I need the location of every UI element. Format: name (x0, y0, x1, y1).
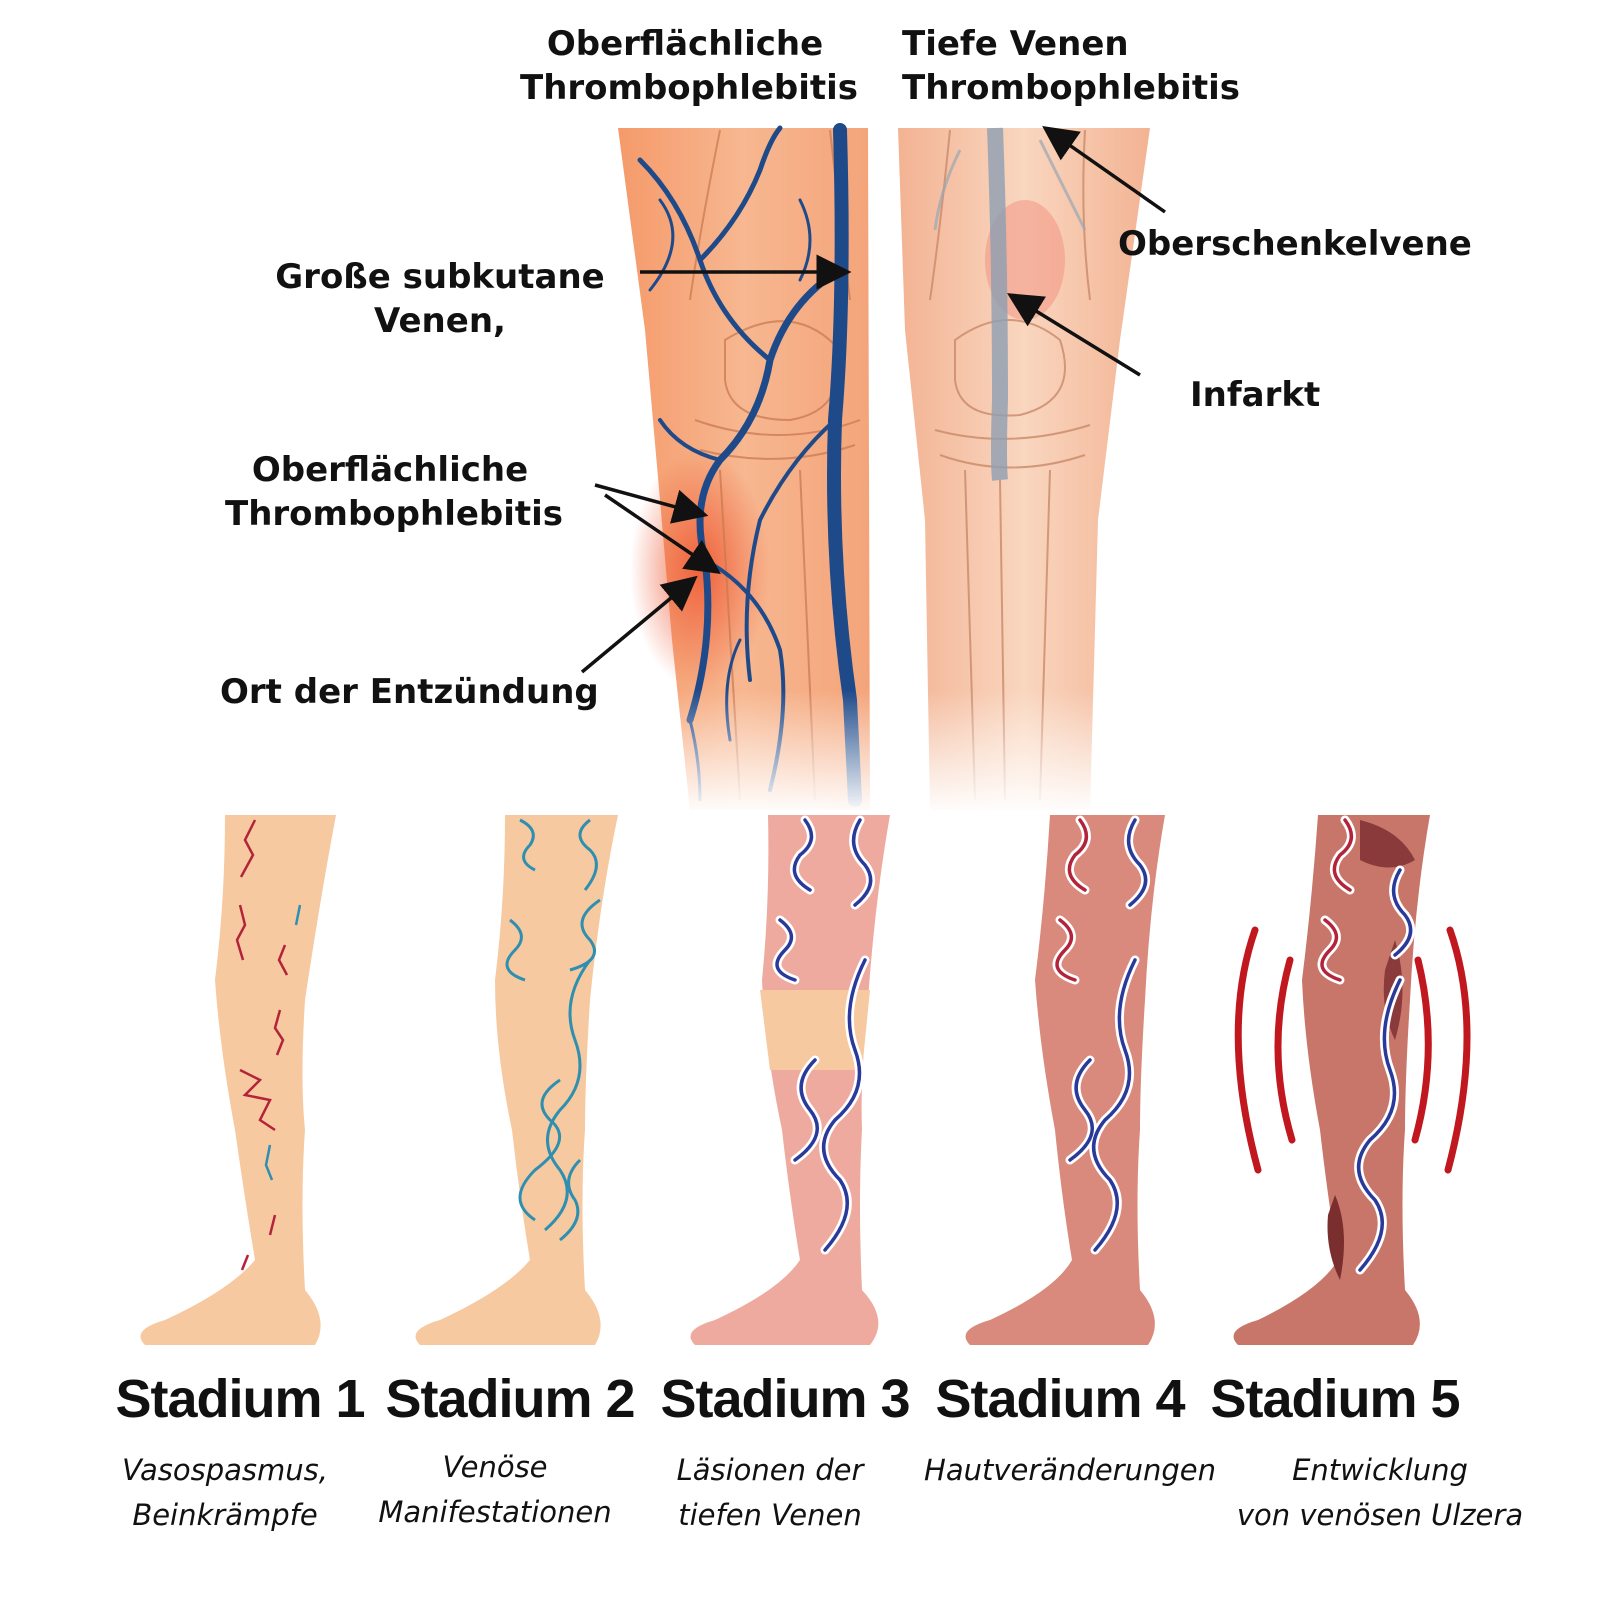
arrow-icon (594, 483, 709, 524)
stage-3-title: Stadium 3 (660, 1369, 910, 1429)
description-line: Läsionen der (676, 1453, 864, 1487)
label-line: Oberschenkelvene (1118, 224, 1472, 264)
right-leg-diagram (898, 127, 1150, 810)
superficial-veins (637, 123, 862, 807)
description-line: Hautveränderungen (924, 1453, 1216, 1487)
label-line: Ort der Entzündung (220, 672, 599, 712)
label-line: Oberflächliche (251, 450, 529, 490)
label-line: Oberflächliche (546, 24, 824, 64)
stage-4-leg (965, 815, 1165, 1345)
stage-4-description: Hautveränderungen (900, 1448, 1240, 1493)
description-line: Vasospasmus, (122, 1453, 328, 1487)
stage-5-title: Stadium 5 (1210, 1369, 1460, 1429)
stage-2-description: Venöse Manifestationen (335, 1445, 655, 1535)
femoral-vein (987, 127, 1009, 481)
description-line: Venöse (442, 1450, 548, 1484)
label-line: Große subkutane (275, 257, 605, 297)
label-infarct: Infarkt (1190, 373, 1320, 417)
description-line: Entwicklung (1292, 1453, 1468, 1487)
stage-2-leg (415, 815, 618, 1345)
label-femoral-vein: Oberschenkelvene (1118, 222, 1472, 266)
label-superficial-thrombophlebitis-top: Oberflächliche Thrombophlebitis (520, 22, 859, 110)
stage-5-leg (1233, 815, 1471, 1345)
label-line: Thrombophlebitis (902, 68, 1241, 108)
description-line: von venösen Ulzera (1236, 1498, 1524, 1532)
stage-3-leg (690, 815, 890, 1345)
label-superficial-thrombophlebitis-side: Oberflächliche Thrombophlebitis (225, 448, 564, 536)
pain-pulse-icon (1234, 926, 1471, 1174)
label-great-saphenous-vein: Große subkutane Venen, (270, 255, 610, 343)
label-line: Infarkt (1190, 375, 1321, 415)
label-line: Thrombophlebitis (225, 494, 564, 534)
stage-1-description: Vasospasmus, Beinkrämpfe (65, 1448, 385, 1538)
arrow-icon (1042, 125, 1167, 214)
left-leg-diagram (618, 123, 870, 810)
arrow-icon (604, 493, 721, 574)
label-line: Thrombophlebitis (520, 68, 859, 108)
stage-2-title: Stadium 2 (385, 1369, 635, 1429)
label-deep-vein-thrombophlebitis: Tiefe Venen Thrombophlebitis (902, 22, 1240, 110)
label-line: Tiefe Venen (902, 24, 1129, 64)
label-line: Venen, (374, 301, 506, 341)
stage-3-description: Läsionen der tiefen Venen (610, 1448, 930, 1538)
label-inflammation-site: Ort der Entzündung (220, 670, 599, 714)
description-line: Beinkrämpfe (132, 1498, 318, 1532)
stage-4-title: Stadium 4 (935, 1369, 1185, 1429)
stage-1-leg (140, 815, 336, 1345)
arrow-icon (580, 575, 698, 674)
stage-1-title: Stadium 1 (115, 1369, 365, 1429)
description-line: Manifestationen (378, 1495, 612, 1529)
stage-5-description: Entwicklung von venösen Ulzera (1200, 1448, 1560, 1538)
arrow-icon (1007, 293, 1141, 377)
description-line: tiefen Venen (678, 1498, 862, 1532)
